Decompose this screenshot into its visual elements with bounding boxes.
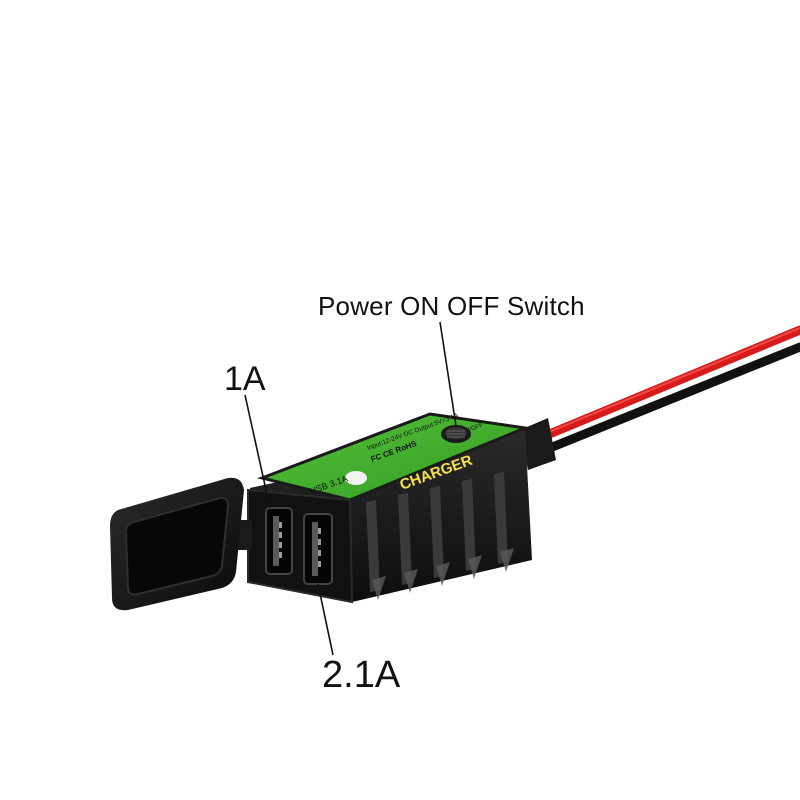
black-cable (535, 342, 800, 457)
power-switch (441, 425, 471, 443)
dust-cap (110, 477, 244, 611)
leader-line-1a (244, 394, 271, 509)
port-1a-callout: 1A (224, 360, 266, 398)
port-2-1a-callout: 2.1A (322, 654, 401, 696)
front-face (247, 488, 354, 604)
leader-lines (244, 321, 457, 656)
red-cable (530, 325, 800, 445)
leader-line-switch (439, 321, 457, 427)
strain-relief (520, 418, 556, 470)
switch-callout: Power ON OFF Switch (318, 291, 585, 321)
leader-line-2-1a (317, 583, 334, 656)
housing-ribs (366, 472, 508, 592)
power-cables (530, 325, 800, 457)
usb-port-2-1a (303, 513, 333, 585)
led-indicator (345, 471, 367, 485)
usb-port-1a (265, 507, 293, 575)
